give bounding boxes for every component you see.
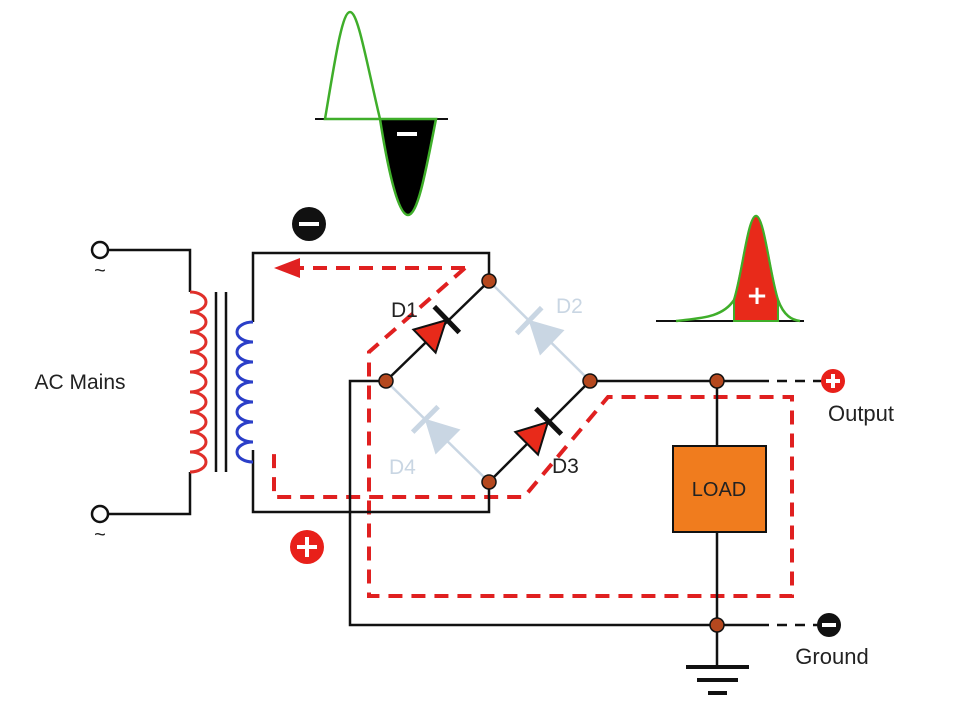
wires [108,248,759,666]
tilde-icon: ~ [94,260,106,282]
diode-d3 [488,380,591,483]
transformer [189,290,254,474]
load-label: LOAD [692,479,746,501]
diode-d4 [385,380,490,483]
secondary-coil [235,320,254,464]
current-direction-arrow [274,258,300,278]
output-waveform: + [656,214,804,323]
negative-half-sign [397,132,417,136]
node-right [582,373,598,389]
junction-nodes [378,273,725,633]
tilde-icon: ~ [94,524,106,546]
ground-negative-terminal [817,613,841,637]
input-waveform [315,10,448,217]
positive-polarity-marker [290,530,324,564]
ground-label: Ground [795,644,868,669]
d1-label: D1 [391,299,418,322]
d2-label: D2 [556,295,583,318]
diode-d2 [488,280,591,382]
node-bottom [481,474,497,490]
ac-terminal-top: ~ [90,240,110,282]
negative-polarity-marker [292,207,326,241]
ac-terminal-bottom: ~ [90,504,110,546]
load-resistor: LOAD [672,445,767,533]
current-path [272,266,794,598]
output-positive-terminal [821,369,845,393]
d4-label: D4 [389,456,416,479]
positive-half-sign: + [746,281,768,311]
primary-coil [189,290,208,474]
node-ground [709,617,725,633]
terminal-leads [759,379,822,627]
diode-d1 [385,280,490,382]
d3-label: D3 [552,455,579,478]
node-top [481,273,497,289]
ground-symbol [686,665,749,695]
current-path-loop [272,266,794,598]
node-output [709,373,725,389]
ac-mains-label: AC Mains [34,371,125,394]
output-label: Output [828,401,894,426]
node-left [378,373,394,389]
